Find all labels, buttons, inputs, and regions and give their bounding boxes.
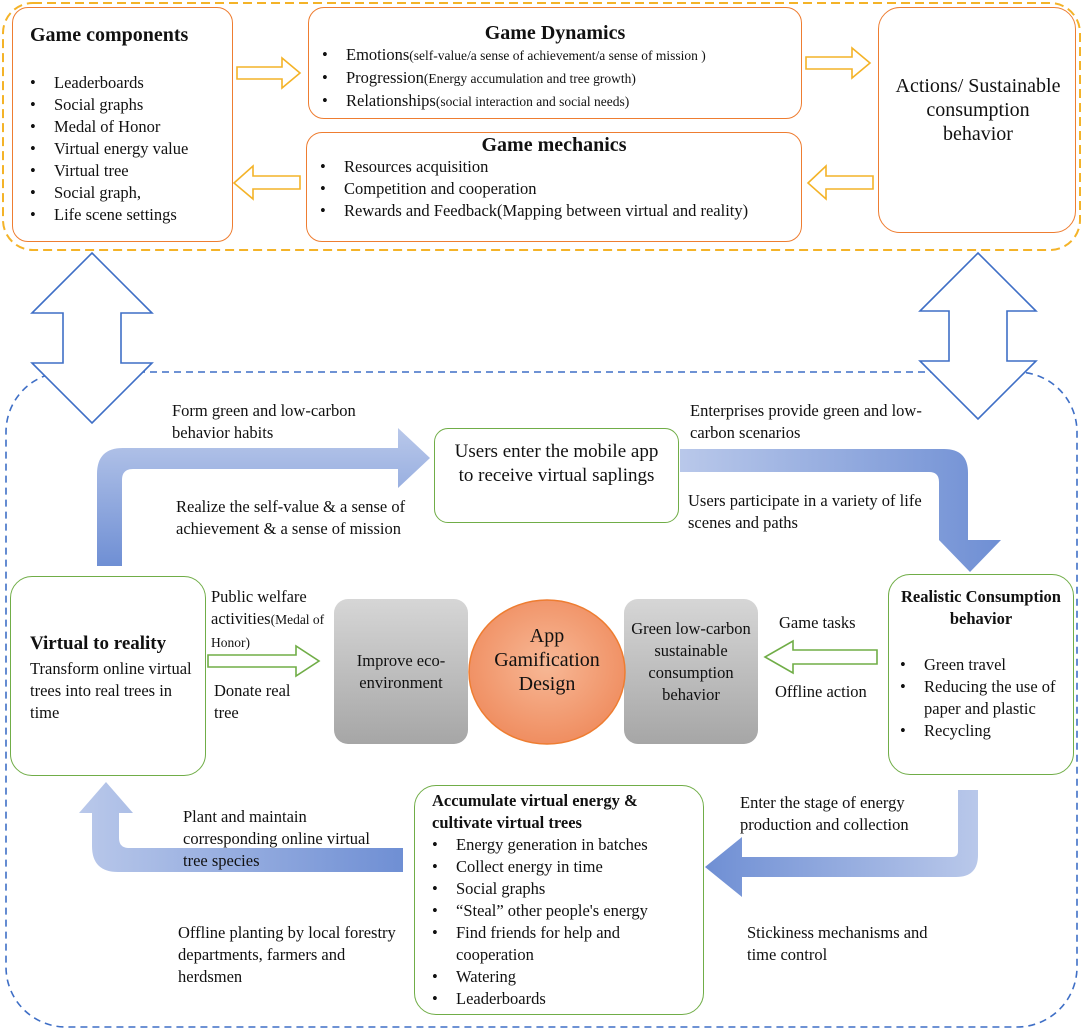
game-mechanic-item: Competition and cooperation [320,178,760,200]
accumulate-item: Collect energy in time [432,856,694,878]
realistic-consumption-list: Green travelReducing the use of paper an… [900,654,1068,742]
accumulate-title: Accumulate virtual energy & cultivate vi… [432,791,638,832]
double-arrow-right [918,251,1038,421]
accumulate-list: Energy generation in batchesCollect ener… [432,834,694,1010]
flow-arrow-users-to-consumption [680,449,1001,572]
improve-eco-box [334,599,468,744]
top-frame [2,2,1081,251]
users-enter-box [434,428,679,523]
users-enter-label: Users enter the mobile app to receive vi… [454,441,659,486]
flow-arrow-reality-to-users [97,428,430,566]
game-component-item: Social graphs [30,94,230,116]
virtual-to-reality-title: Virtual to reality [30,633,167,654]
accumulate-item: Social graphs [432,878,694,900]
accumulate-item: “Steal” other people's energy [432,900,694,922]
actions-box [878,7,1076,233]
app-gamification-circle [468,599,626,745]
game-mechanics-title: Game mechanics [481,134,627,156]
game-dynamic-detail: (Energy accumulation and tree growth) [423,71,636,86]
game-component-item: Medal of Honor [30,116,230,138]
arrow-actions-to-mechanics [806,164,874,201]
arrow-consumption-to-green [763,639,878,675]
game-mechanics-list: Resources acquisitionCompetition and coo… [320,156,760,222]
game-dynamic-label: Progression [346,68,424,87]
accumulate-item: Find friends for help and cooperation [432,922,694,966]
green-low-carbon-box [624,599,758,744]
label-users-participate: Users participate in a variety of life s… [688,491,922,532]
consumption-behavior-item: Green travel [900,654,1068,676]
game-dynamic-item: Emotions(self-value/a sense of achieveme… [322,44,797,67]
double-arrow-left [30,251,154,425]
arrow-reality-to-eco [207,644,321,678]
label-plant-maintain: Plant and maintain corresponding online … [183,807,370,870]
label-enter-stage: Enter the stage of energy production and… [740,793,909,834]
label-donate: Donate real tree [214,681,291,722]
actions-label: Actions/ Sustainable consumption behavio… [895,75,1061,145]
game-dynamics-title: Game Dynamics [484,22,626,44]
improve-eco-label: Improve eco-environment [356,651,446,692]
game-component-item: Virtual energy value [30,138,230,160]
app-gamification-label: App Gamification Design [494,625,600,695]
label-game-tasks: Game tasks [779,613,856,632]
green-low-carbon-label: Green low-carbon sustainable consumption… [631,619,751,704]
realistic-consumption-title: Realistic Consumption behavior [901,587,1061,628]
label-public-welfare: Public welfare activities(Medal of Honor… [211,587,325,650]
virtual-to-reality-text: Transform online virtual trees into real… [30,659,192,722]
label-enterprises: Enterprises provide green and low-carbon… [690,401,922,442]
accumulate-item: Energy generation in batches [432,834,694,856]
game-dynamic-detail: (social interaction and social needs) [435,94,630,109]
game-dynamic-detail: (self-value/a sense of achievement/a sen… [409,48,706,63]
game-dynamics-list: Emotions(self-value/a sense of achieveme… [322,44,797,113]
game-components-list: LeaderboardsSocial graphsMedal of HonorV… [30,72,230,226]
arrow-components-to-dynamics [236,56,302,90]
game-component-item: Life scene settings [30,204,230,226]
accumulate-item: Leaderboards [432,988,694,1010]
game-component-item: Virtual tree [30,160,230,182]
arrow-mechanics-to-components [232,164,301,201]
virtual-to-reality-box [10,576,206,776]
bottom-frame [5,371,1078,1028]
game-dynamic-item: Progression(Energy accumulation and tree… [322,67,797,90]
consumption-behavior-item: Recycling [900,720,1068,742]
label-offline-planting: Offline planting by local forestry depar… [178,923,396,986]
arrow-dynamics-to-actions [805,46,872,80]
game-dynamic-label: Relationships [346,91,436,110]
game-components-title: Game components [30,24,189,46]
game-component-item: Leaderboards [30,72,230,94]
game-dynamic-label: Emotions [346,45,410,64]
game-dynamic-item: Relationships(social interaction and soc… [322,90,797,113]
flow-arrow-consumption-to-accumulate [705,790,978,897]
label-stickiness: Stickiness mechanisms and time control [747,923,928,964]
consumption-behavior-item: Reducing the use of paper and plastic [900,676,1068,720]
game-mechanic-item: Resources acquisition [320,156,760,178]
label-form-habits: Form green and low-carbon behavior habit… [172,401,356,442]
flow-arrow-accumulate-to-reality [79,782,403,872]
game-mechanic-item: Rewards and Feedback(Mapping between vir… [320,200,760,222]
label-realize-self-value: Realize the self-value & a sense of achi… [176,497,406,538]
game-component-item: Social graph, [30,182,230,204]
label-offline-action: Offline action [775,682,867,701]
accumulate-item: Watering [432,966,694,988]
